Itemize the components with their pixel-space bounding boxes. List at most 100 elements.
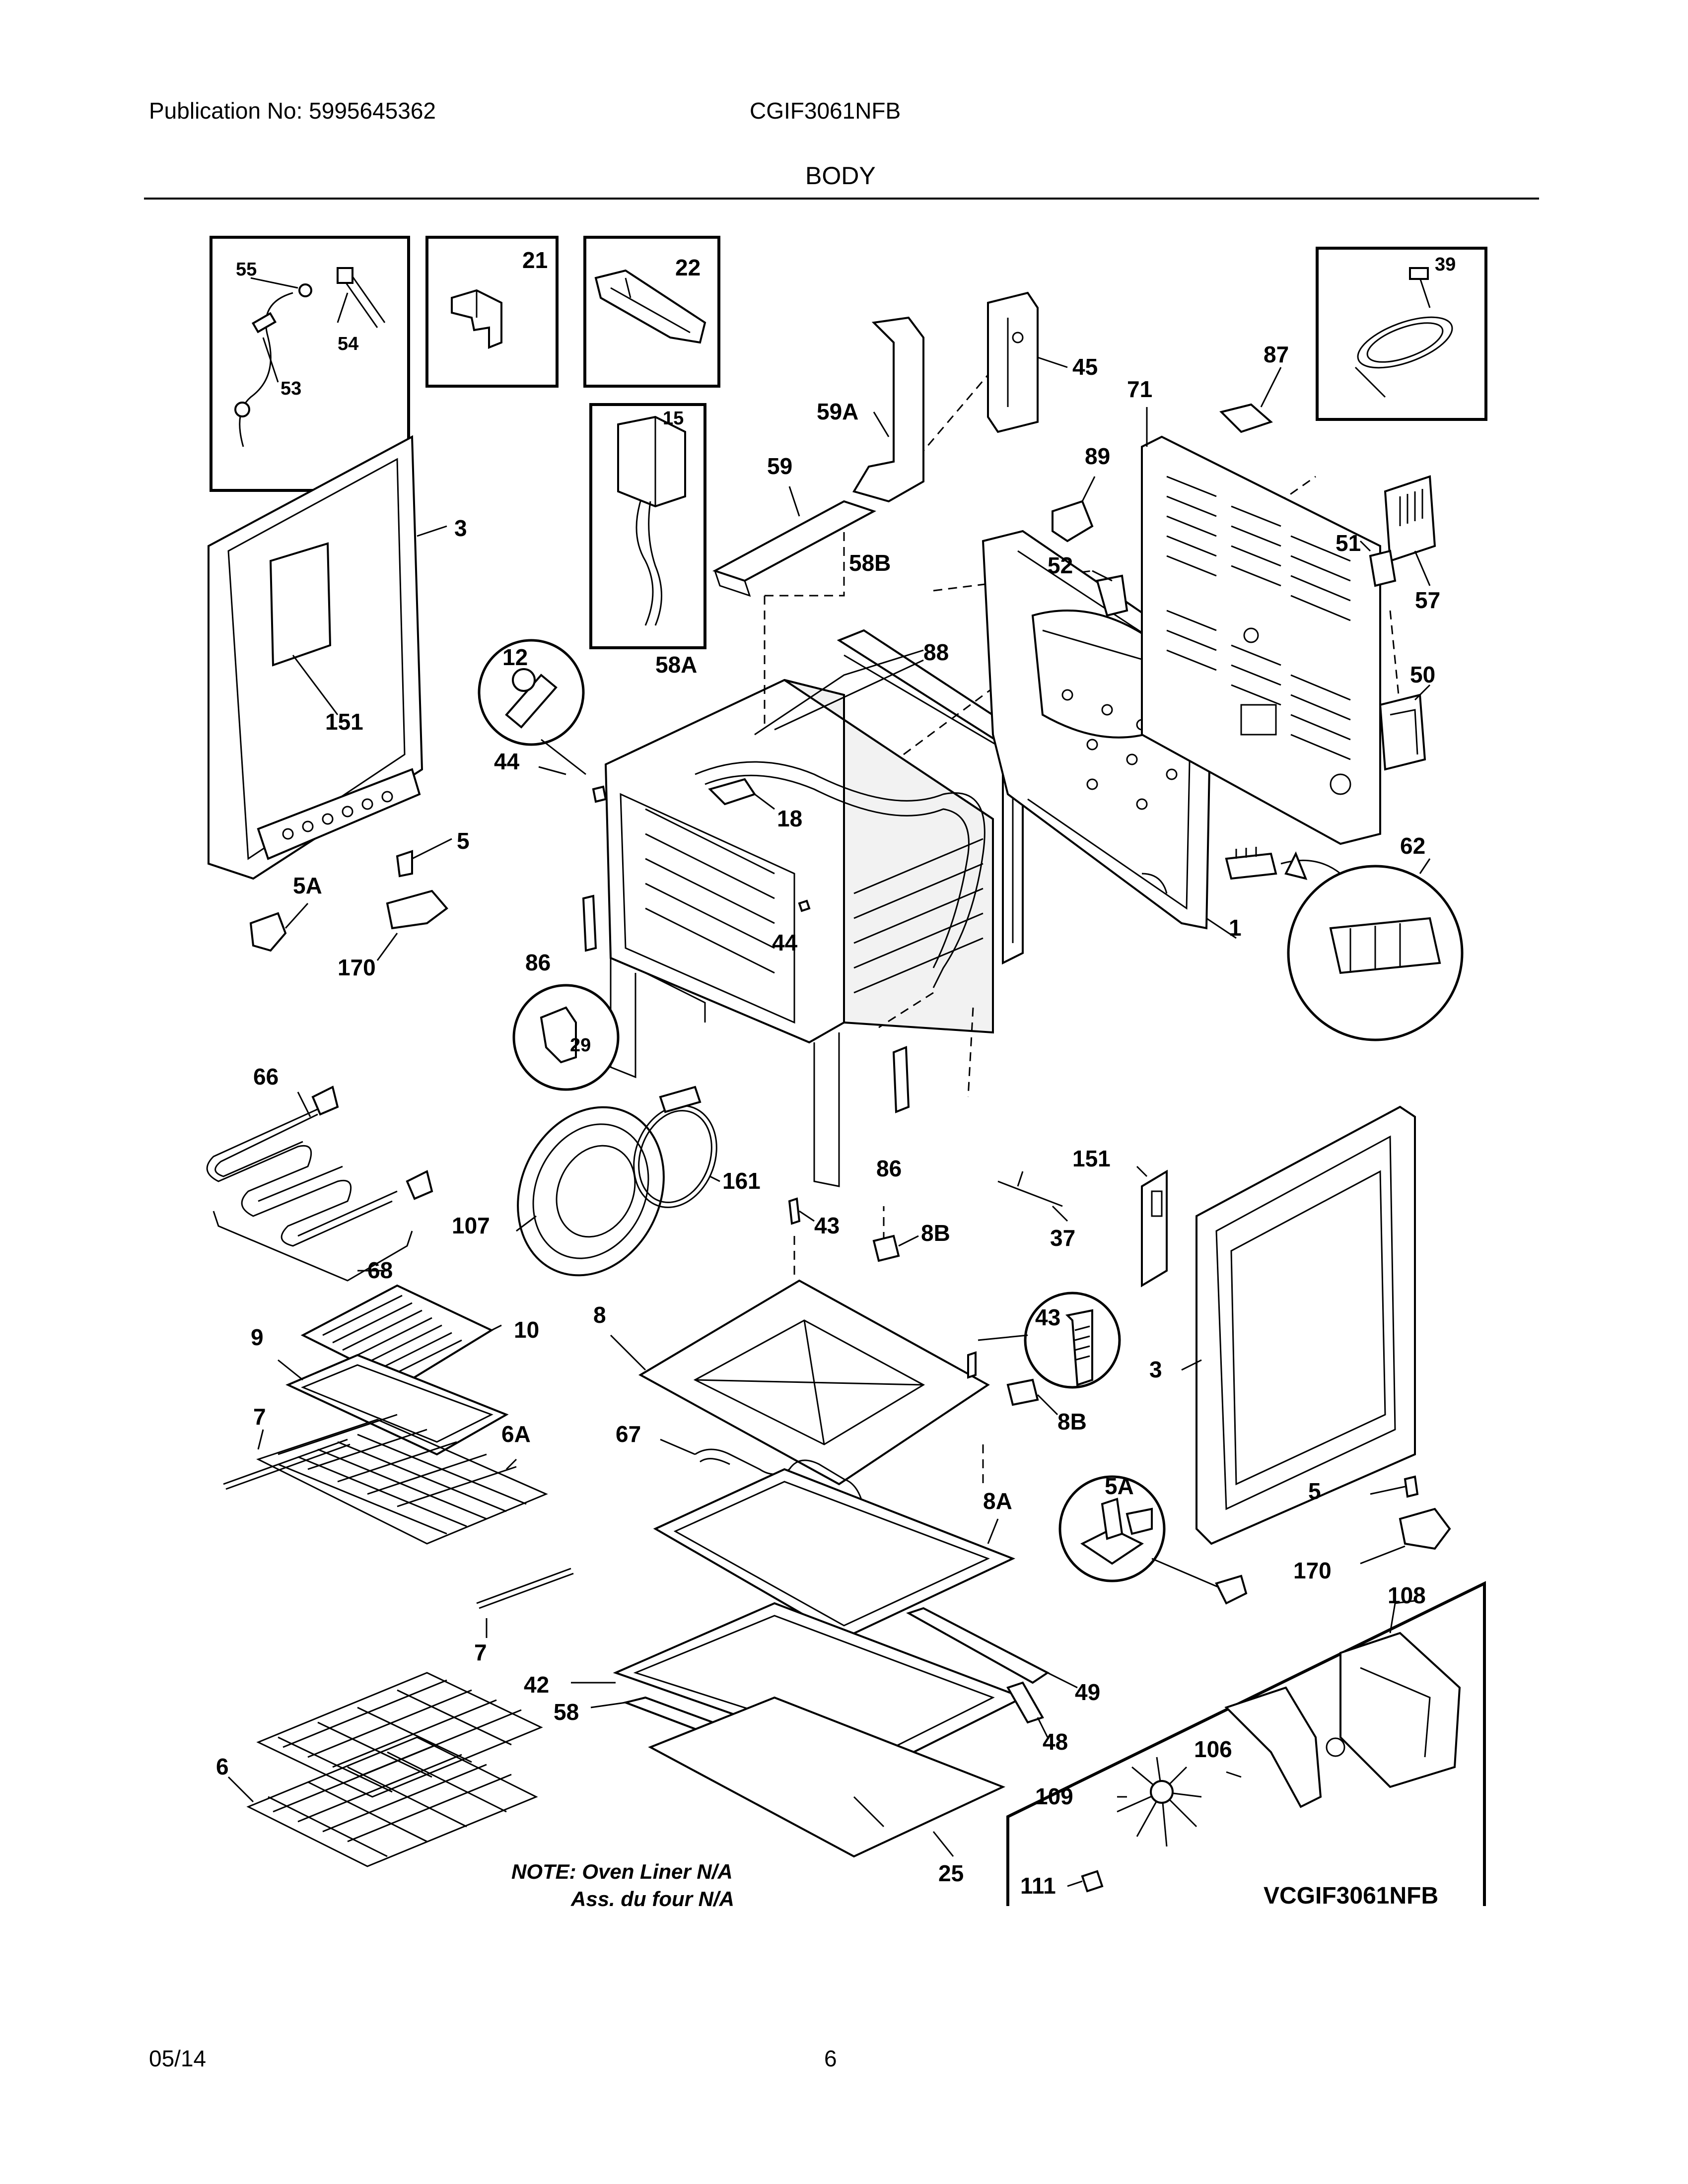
inset-model-label: VCGIF3061NFB [1264, 1883, 1438, 1909]
header-rule [144, 198, 1539, 200]
part-86 [582, 894, 910, 1113]
convection-fan-inset [1006, 1581, 1486, 1906]
inset-part-39 [1316, 247, 1487, 421]
part-label-86-b: 86 [876, 1156, 902, 1181]
part-50 [1379, 684, 1431, 771]
part-label-7-b: 7 [474, 1639, 487, 1665]
left-hardware [249, 838, 452, 961]
part-89 [1052, 476, 1096, 543]
lower-panels [571, 1602, 1025, 1858]
part-45 [987, 291, 1068, 433]
back-panel [1141, 407, 1381, 845]
inset-probe-box [210, 236, 410, 492]
part-label-53: 53 [281, 378, 301, 399]
part-label-161: 161 [722, 1168, 761, 1194]
detail-circle-43 [967, 1292, 1121, 1389]
part-label-25: 25 [938, 1860, 964, 1886]
part-label-88: 88 [923, 639, 949, 665]
part-label-21: 21 [522, 247, 548, 273]
part-label-54: 54 [338, 334, 358, 354]
part-label-8A: 8A [983, 1488, 1012, 1514]
model-number: CGIF3061NFB [750, 98, 901, 124]
part-label-10: 10 [514, 1317, 539, 1343]
part-label-151-left: 151 [325, 709, 363, 735]
part-57 [1384, 475, 1436, 586]
part-label-39: 39 [1435, 254, 1456, 275]
part-label-18: 18 [777, 806, 802, 831]
detail-circle-12 [478, 639, 586, 775]
oven-cavity [604, 679, 994, 1187]
part-label-66: 66 [253, 1064, 279, 1090]
right-side-panel [1181, 1105, 1416, 1545]
part-label-71: 71 [1127, 376, 1152, 402]
part-label-59A: 59A [817, 399, 858, 424]
part-label-62: 62 [1400, 833, 1425, 859]
inset-part-21 [425, 236, 559, 388]
part-label-1: 1 [1229, 915, 1242, 941]
part-label-37: 37 [1050, 1225, 1075, 1251]
inset-part-15 [589, 403, 706, 649]
part-label-87: 87 [1264, 341, 1289, 367]
part-label-45: 45 [1072, 354, 1098, 380]
note-line-1: NOTE: Oven Liner N/A [511, 1860, 733, 1883]
part-label-43-a: 43 [814, 1213, 840, 1238]
part-label-8: 8 [593, 1302, 606, 1328]
part-number-labels: 55 54 53 21 22 15 39 45 87 71 59A 59 89 … [216, 247, 1456, 1899]
diagram-bottom-crop [0, 1911, 1688, 1961]
detail-circle-5A [1058, 1475, 1222, 1589]
part-label-107: 107 [452, 1213, 490, 1238]
part-label-68: 68 [367, 1257, 393, 1283]
part-label-58A: 58A [655, 652, 697, 678]
bake-element-66 [206, 1086, 433, 1282]
part-59A [852, 316, 924, 503]
oven-racks-6 [227, 1672, 543, 1867]
publication-number: Publication No: 5995645362 [149, 98, 436, 124]
part-label-51: 51 [1336, 530, 1361, 556]
part-label-5-left: 5 [457, 828, 470, 854]
part-label-50: 50 [1410, 662, 1435, 687]
part-label-3-top: 3 [454, 515, 467, 541]
rack-6A [256, 1414, 548, 1545]
part-label-15: 15 [663, 408, 684, 429]
part-62 [1225, 847, 1464, 1041]
part-151-right [1136, 1165, 1168, 1288]
left-side-panel [208, 435, 447, 880]
part-87 [1219, 367, 1282, 433]
part-label-12: 12 [502, 644, 528, 670]
part-label-6: 6 [216, 1754, 229, 1779]
part-label-5A-left: 5A [293, 873, 322, 898]
part-43-8B [788, 1197, 919, 1262]
part-59 [712, 486, 877, 597]
broil-pans [278, 1284, 509, 1456]
part-label-106: 106 [1194, 1736, 1232, 1762]
part-label-58: 58 [554, 1699, 579, 1725]
part-label-43-circle: 43 [1035, 1304, 1060, 1330]
part-label-5A-right: 5A [1105, 1473, 1134, 1499]
footer-date: 05/14 [149, 2046, 207, 2071]
detail-circle-29 [512, 984, 620, 1091]
part-label-5-right: 5 [1308, 1478, 1321, 1504]
rails [906, 1607, 1078, 1738]
section-title: BODY [805, 162, 876, 190]
panel-8A [653, 1468, 1016, 1639]
part-label-86-a: 86 [525, 950, 551, 975]
part-label-29: 29 [570, 1035, 591, 1056]
part-label-52: 52 [1048, 552, 1073, 578]
part-label-151-right: 151 [1072, 1146, 1111, 1171]
part-label-108: 108 [1388, 1582, 1426, 1608]
part-label-59: 59 [767, 453, 792, 479]
panel-8 [610, 1279, 990, 1486]
part-label-55: 55 [236, 259, 257, 280]
part-label-42: 42 [524, 1672, 549, 1698]
part-label-49: 49 [1075, 1679, 1100, 1705]
part-label-48: 48 [1043, 1729, 1068, 1755]
part-label-44-a: 44 [494, 749, 520, 774]
note-line-2: Ass. du four N/A [570, 1887, 734, 1911]
part-label-109: 109 [1035, 1783, 1073, 1809]
part-label-89: 89 [1085, 443, 1110, 469]
footer-page-number: 6 [824, 2046, 837, 2071]
part-label-57: 57 [1415, 587, 1440, 613]
part-label-170-right: 170 [1293, 1558, 1332, 1583]
part-label-44-b: 44 [772, 930, 798, 956]
part-label-9: 9 [251, 1324, 264, 1350]
